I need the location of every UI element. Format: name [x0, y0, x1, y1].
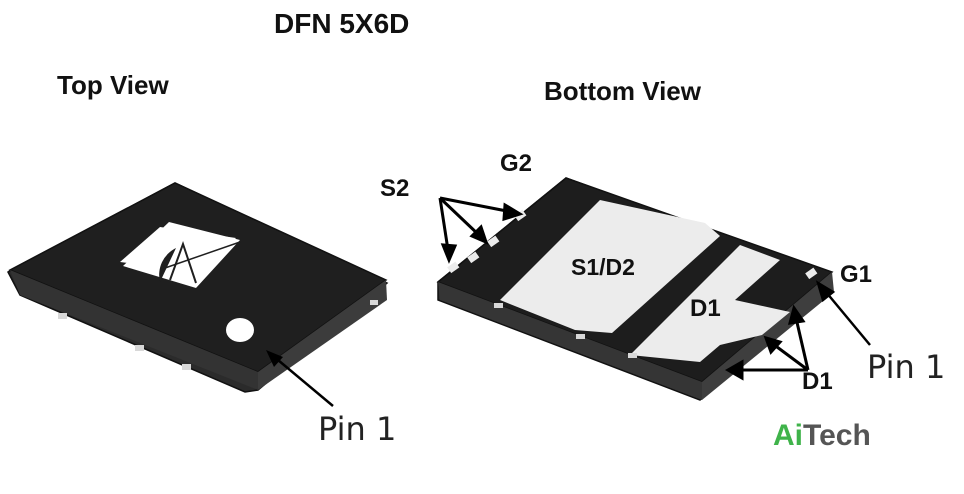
d1-pad [630, 245, 790, 362]
pin-pad [447, 261, 460, 274]
pin1-top-label: Pin 1 [318, 410, 397, 448]
brand-ai-text: Ai [773, 419, 803, 452]
g1-label: G1 [840, 261, 873, 288]
brand-tech-text: Tech [803, 419, 871, 452]
pin1-bottom-label: Pin 1 [867, 348, 946, 386]
brand-logo: AiTech [773, 419, 871, 453]
bottom-view-label: Bottom View [544, 76, 701, 106]
s1d2-pad [500, 200, 720, 333]
pin1-arrow [277, 359, 334, 407]
pin1-dot [226, 318, 254, 342]
lead-tab [182, 364, 191, 370]
top-view-package [6, 182, 389, 393]
s2-arrows [438, 196, 524, 264]
lead-tab [494, 303, 503, 308]
pin-pad [467, 251, 480, 264]
lead-tab [58, 313, 67, 319]
lead-tab [576, 334, 585, 339]
bottom-view-package [436, 177, 834, 401]
top-view-label: Top View [57, 70, 169, 100]
g1-pin1-arrow [815, 280, 871, 346]
d1-pins-label: D1 [802, 368, 833, 395]
d1-pad-label: D1 [690, 295, 721, 322]
lead-tab [370, 300, 378, 305]
marking-logo [120, 222, 241, 288]
d1-arrows [724, 304, 810, 381]
s1d2-label: S1/D2 [571, 254, 635, 280]
lead-tab [628, 353, 637, 358]
lead-tab [135, 345, 144, 351]
diagram-title: DFN 5X6D [274, 8, 410, 39]
s2-label: S2 [380, 175, 410, 202]
g2-label: G2 [500, 150, 533, 177]
g1-pad [805, 267, 818, 280]
pin-pad [487, 235, 500, 248]
